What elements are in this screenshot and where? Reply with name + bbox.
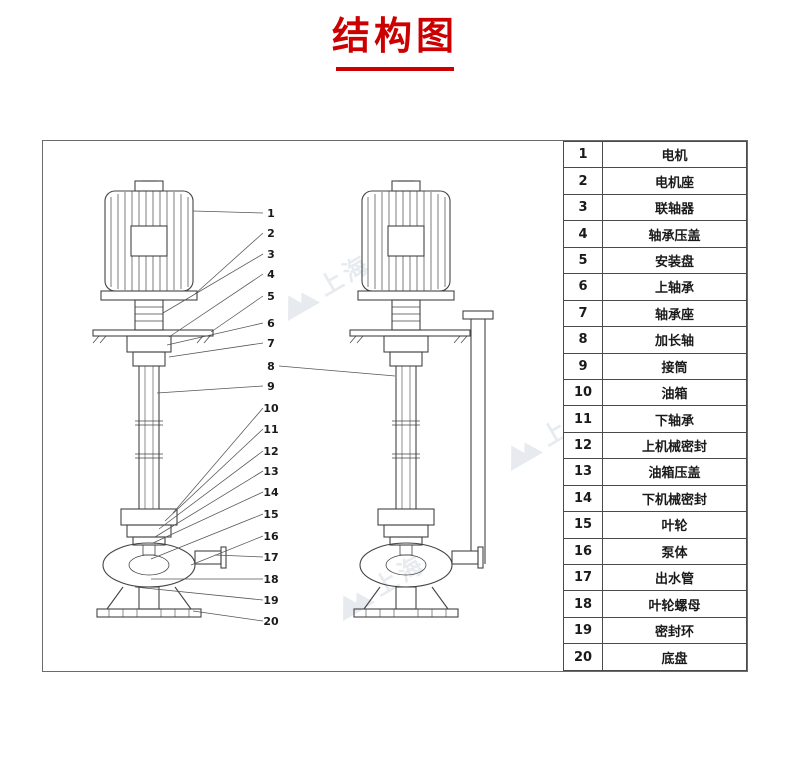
part-number-cell: 17: [563, 563, 603, 592]
part-name-cell: 出水管: [602, 563, 747, 592]
part-number-cell: 2: [563, 167, 603, 195]
callout-number: 19: [263, 594, 278, 607]
callout-number: 1: [267, 207, 275, 220]
callout-number: 13: [263, 465, 278, 478]
watermark-text: 上海: [314, 249, 376, 301]
callout-number: 4: [267, 268, 275, 281]
pump-drawing-area: 上海 上海 上海: [43, 141, 563, 671]
part-name-cell: 叶轮: [602, 511, 747, 539]
callout-number: 12: [263, 445, 278, 458]
part-number-cell: 14: [563, 484, 603, 513]
part-name-cell: 加长轴: [602, 326, 747, 354]
part-number-cell: 7: [563, 299, 603, 328]
part-number-cell: 15: [563, 511, 603, 539]
part-name-cell: 安装盘: [602, 246, 747, 275]
part-number-cell: 10: [563, 378, 603, 407]
callout-number: 16: [263, 530, 279, 543]
callout-number: 3: [267, 248, 275, 261]
callout-number: 20: [263, 615, 279, 628]
watermark-text: 上海: [537, 399, 563, 451]
callout-number: 15: [263, 508, 278, 521]
callout-number: 9: [267, 380, 275, 393]
leader-lines: [134, 210, 396, 622]
watermark: 上海: [288, 249, 376, 321]
part-number-cell: 13: [563, 458, 603, 486]
part-number-cell: 11: [563, 405, 603, 433]
callout-group: 1 2 3 4 5 6 7 8 9 10 11 12 13 14 15 16 1: [263, 207, 279, 628]
part-name-cell: 轴承座: [602, 299, 747, 328]
callout-number: 2: [267, 227, 275, 240]
title-area: 结构图: [0, 0, 790, 71]
part-number-cell: 8: [563, 326, 603, 354]
part-number-cell: 20: [563, 643, 603, 671]
part-name-cell: 上机械密封: [602, 431, 747, 460]
part-name-cell: 叶轮螺母: [602, 590, 747, 618]
page-title: 结构图: [331, 14, 458, 58]
part-name-cell: 轴承压盖: [602, 220, 747, 248]
part-name-cell: 电机座: [602, 167, 747, 195]
part-number-cell: 4: [563, 220, 603, 248]
part-name-cell: 密封环: [602, 616, 747, 645]
part-number-cell: 12: [563, 431, 603, 460]
part-number-cell: 6: [563, 273, 603, 301]
part-name-cell: 底盘: [602, 643, 747, 671]
part-name-cell: 油箱: [602, 378, 747, 407]
part-number-cell: 5: [563, 246, 603, 275]
part-number-cell: 18: [563, 590, 603, 618]
callout-number: 17: [263, 551, 278, 564]
pump-structure-svg: 上海 上海 上海: [92, 180, 563, 628]
part-number-cell: 19: [563, 616, 603, 645]
callout-number: 6: [267, 317, 275, 330]
part-name-cell: 上轴承: [602, 273, 747, 301]
part-name-cell: 接筒: [602, 352, 747, 380]
callout-number: 8: [267, 360, 275, 373]
callout-number: 10: [263, 402, 279, 415]
part-name-cell: 泵体: [602, 537, 747, 566]
left-pump-drawing: [92, 180, 227, 618]
part-name-cell: 下机械密封: [602, 484, 747, 513]
outlet-pipe-drawing: [462, 310, 494, 564]
structure-diagram-box: 上海 上海 上海: [42, 140, 748, 672]
callout-number: 11: [263, 423, 278, 436]
callout-number: 5: [267, 290, 275, 303]
watermark-text: 上海: [369, 549, 431, 601]
part-number-cell: 3: [563, 193, 603, 222]
callout-number: 14: [263, 486, 279, 499]
watermark: 上海: [511, 399, 563, 471]
part-name-cell: 油箱压盖: [602, 458, 747, 486]
part-name-cell: 电机: [602, 140, 747, 169]
callout-number: 7: [267, 337, 275, 350]
part-name-cell: 联轴器: [602, 193, 747, 222]
part-number-cell: 9: [563, 352, 603, 380]
part-name-cell: 下轴承: [602, 405, 747, 433]
title-underline: [336, 66, 454, 71]
part-number-cell: 16: [563, 537, 603, 566]
part-number-cell: 1: [563, 140, 603, 169]
callout-number: 18: [263, 573, 278, 586]
